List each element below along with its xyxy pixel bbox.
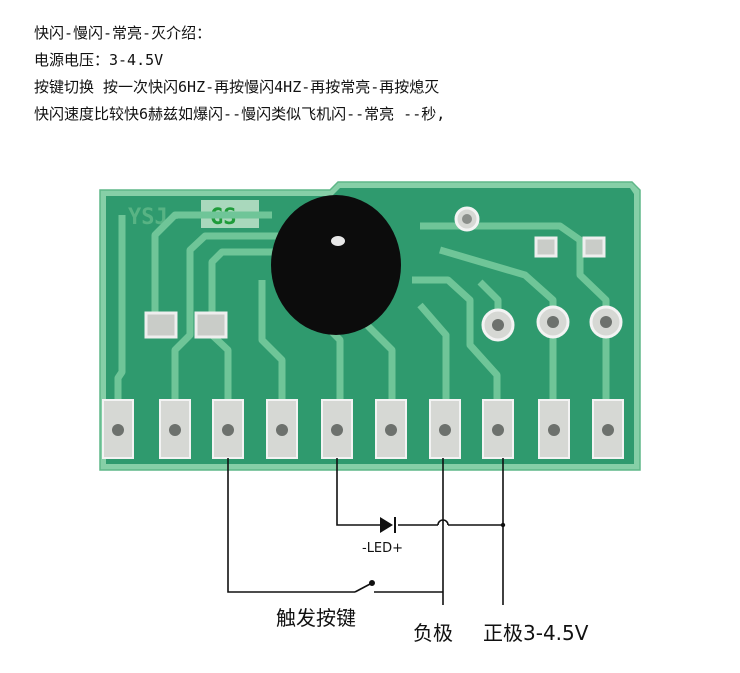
trigger-key-label: 触发按键 xyxy=(276,606,356,630)
chip-blob-body xyxy=(271,195,401,335)
round-pad-3-hole xyxy=(600,316,612,328)
edge-pad-3-hole xyxy=(222,424,234,436)
smd-pad-3 xyxy=(534,236,558,258)
switch-contact-pivot xyxy=(368,579,375,586)
led-label: -LED+ xyxy=(362,541,403,556)
wire-led-left xyxy=(336,458,380,526)
smd-pad-1 xyxy=(144,311,178,339)
switch-contact xyxy=(354,582,373,593)
description-speed-notes: 快闪速度比较快6赫兹如爆闪--慢闪类似飞机闪--常亮 --秒, xyxy=(34,105,446,123)
wire-switch-left xyxy=(227,458,355,593)
edge-pad-10-hole xyxy=(602,424,614,436)
led-symbol xyxy=(380,517,506,533)
description-title: 快闪-慢闪-常亮-灭介绍： xyxy=(34,24,212,42)
round-pad-2-hole xyxy=(547,316,559,328)
description-voltage: 电源电压：3-4.5V xyxy=(34,51,164,69)
trace-9 xyxy=(412,276,501,410)
edge-pad-1-hole xyxy=(112,424,124,436)
trace-2 xyxy=(151,211,272,325)
junction-dot-positive xyxy=(500,522,506,528)
edge-pad-6-hole xyxy=(385,424,397,436)
external-wiring xyxy=(227,458,504,605)
edge-pad-4-hole xyxy=(276,424,288,436)
trace-7 xyxy=(359,317,396,410)
edge-pad-9-hole xyxy=(548,424,560,436)
positive-label: 正极3-4.5V xyxy=(483,621,589,645)
edge-pad-7-hole xyxy=(439,424,451,436)
edge-pads xyxy=(102,399,624,459)
pcb-board: YSJ- GS xyxy=(99,181,641,471)
negative-label: 负极 xyxy=(413,621,453,645)
trace-8 xyxy=(417,302,450,410)
led-triangle xyxy=(380,517,393,533)
mounting-hole-center xyxy=(462,214,472,224)
trace-5 xyxy=(258,280,286,410)
chip-blob-highlight xyxy=(331,236,345,246)
trace-1 xyxy=(114,215,126,410)
edge-pad-2-hole xyxy=(169,424,181,436)
smd-pads xyxy=(144,236,606,339)
trace-4 xyxy=(208,248,276,410)
edge-pad-5-hole xyxy=(331,424,343,436)
round-pads xyxy=(454,206,623,342)
description-button-modes: 按键切换 按一次快闪6HZ-再按慢闪4HZ-再按常亮-再按熄灭 xyxy=(34,78,440,96)
smd-pad-2 xyxy=(194,311,228,339)
trace-3 xyxy=(171,232,282,410)
chip-blob xyxy=(271,195,401,335)
smd-pad-4 xyxy=(582,236,606,258)
edge-pad-8-hole xyxy=(492,424,504,436)
round-pad-1-hole xyxy=(492,319,504,331)
description-block: 快闪-慢闪-常亮-灭介绍： 电源电压：3-4.5V 按键切换 按一次快闪6HZ-… xyxy=(34,20,724,128)
